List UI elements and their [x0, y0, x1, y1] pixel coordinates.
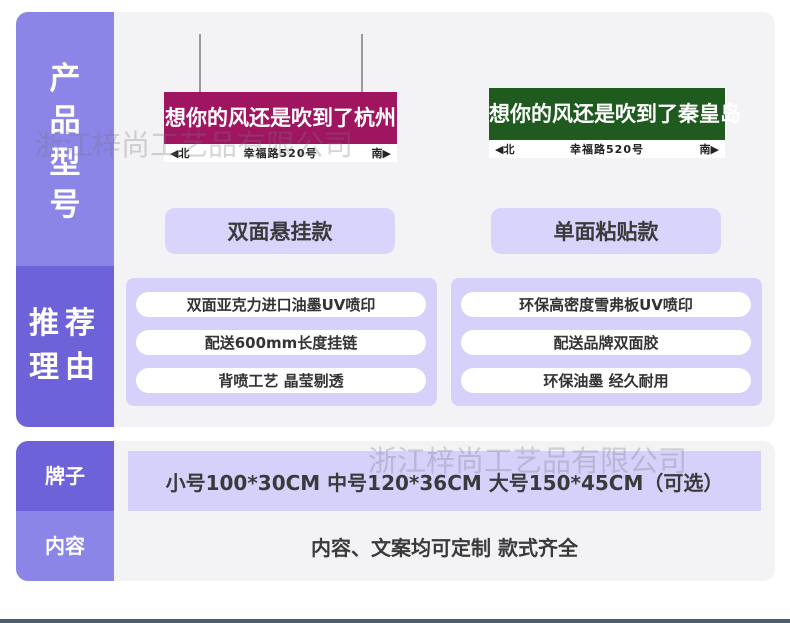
content-label: 内容 — [45, 534, 85, 558]
content-description: 内容、文案均可定制 款式齐全 — [311, 535, 578, 560]
reason-item: 配送600mm长度挂链 — [136, 330, 426, 355]
direction-left: ◀北 — [170, 147, 190, 160]
style-double-hanging: 双面悬挂款 — [165, 208, 395, 254]
street-address: 幸福路520号 — [570, 143, 644, 156]
style-single-sticker: 单面粘贴款 — [491, 208, 721, 254]
recommend-reason-sidebar: 推荐理由 — [16, 266, 114, 427]
bottom-border — [0, 619, 790, 623]
recommend-reason-label: 推荐理由 — [29, 306, 101, 385]
reasons-box-sticker: 环保高密度雪弗板UV喷印 配送品牌双面胶 环保油墨 经久耐用 — [451, 278, 762, 406]
reason-item: 环保油墨 经久耐用 — [461, 368, 751, 393]
sign-size-sidebar: 牌子 — [16, 441, 114, 511]
hanging-wire-left — [199, 34, 201, 107]
sign-sticker-face: 想你的风还是吹到了秦皇岛 — [489, 88, 741, 140]
product-model-label: 产品型号 — [49, 61, 81, 223]
content-sidebar: 内容 — [16, 511, 114, 581]
sign-hanging-face: 想你的风还是吹到了杭州 — [164, 92, 397, 144]
sign-size-label: 牌子 — [45, 464, 85, 488]
direction-right: 南▶ — [699, 143, 719, 156]
reason-item: 双面亚克力进口油墨UV喷印 — [136, 292, 426, 317]
size-options: 小号100*30CM 中号120*36CM 大号150*45CM（可选） — [128, 451, 761, 511]
direction-left: ◀北 — [495, 143, 515, 156]
street-address: 幸福路520号 — [243, 147, 318, 160]
product-model-sidebar: 产品型号 — [16, 12, 114, 266]
hanging-wire-right — [361, 34, 363, 107]
sign-hanging-strip: ◀北 幸福路520号 南▶ — [164, 144, 397, 162]
reason-item: 背喷工艺 晶莹剔透 — [136, 368, 426, 393]
reason-item: 环保高密度雪弗板UV喷印 — [461, 292, 751, 317]
sign-sticker-strip: ◀北 幸福路520号 南▶ — [489, 140, 725, 158]
reason-item: 配送品牌双面胶 — [461, 330, 751, 355]
direction-right: 南▶ — [371, 147, 391, 160]
spec-card: 牌子 内容 小号100*30CM 中号120*36CM 大号150*45CM（可… — [16, 441, 775, 581]
product-card: 产品型号 推荐理由 想你的风还是吹到了杭州 ◀北 幸福路520号 南▶ 想你的风… — [16, 12, 775, 427]
reasons-box-hanging: 双面亚克力进口油墨UV喷印 配送600mm长度挂链 背喷工艺 晶莹剔透 — [126, 278, 437, 406]
